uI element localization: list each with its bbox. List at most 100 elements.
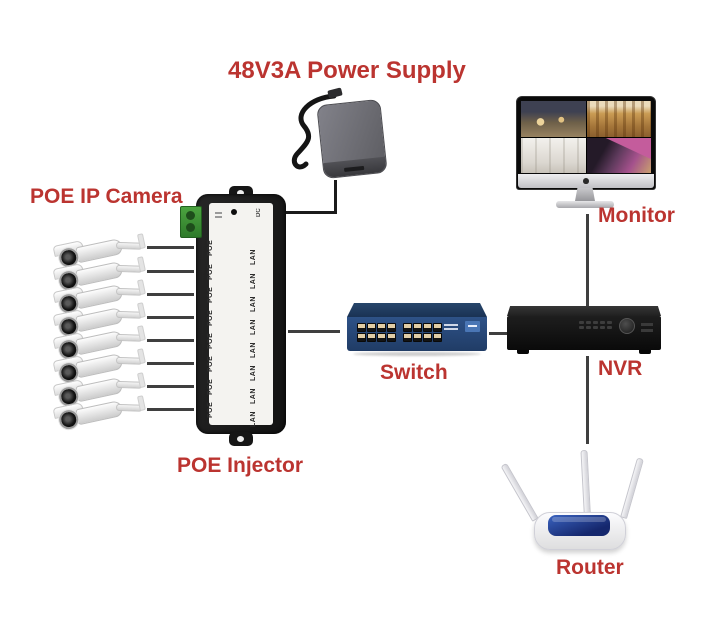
lan-port-label: LAN: [250, 411, 257, 427]
nvr-usb-ports: [641, 323, 653, 326]
monitor-label: Monitor: [598, 204, 675, 227]
ethernet-cable: [147, 270, 194, 273]
injector-label-panel: [209, 203, 273, 425]
power-brick-end: [323, 156, 387, 179]
nvr-button: [593, 326, 598, 329]
lan-port-label: LAN: [250, 296, 257, 312]
monitor: [516, 96, 656, 214]
nvr-button: [586, 321, 591, 324]
nvr-button: [593, 321, 598, 324]
nvr-front-panel: [507, 316, 661, 350]
mounting-hole: [237, 190, 244, 196]
ethernet-cable: [147, 408, 194, 411]
monitor-nvr-cable: [586, 214, 589, 308]
ethernet-cable: [147, 385, 194, 388]
power-cable-coil-icon: [291, 87, 343, 170]
lan-port-label: LAN: [250, 342, 257, 358]
camera-feed-interior: [521, 137, 586, 173]
poe-port-label: POE: [207, 378, 214, 396]
power-output-socket: [343, 165, 365, 172]
poe-port-label: POE: [207, 401, 214, 419]
dc-terminal-block: [180, 206, 202, 238]
switch-top-face: [347, 303, 487, 317]
lan-port-label: LAN: [250, 319, 257, 335]
nvr-foot: [639, 350, 651, 354]
nvr-button: [586, 326, 591, 329]
camera-feed-house-night: [521, 101, 586, 137]
power-cord-horizontal: [286, 211, 337, 214]
nvr-button: [579, 321, 584, 324]
rj45-port: [423, 323, 432, 332]
nvr-button: [607, 326, 612, 329]
mounting-tab: [229, 432, 253, 446]
camera-feed-mall: [586, 137, 651, 173]
network-switch: [347, 303, 487, 357]
nvr-button: [600, 326, 605, 329]
ethernet-cable: [147, 316, 194, 319]
rj45-port: [357, 323, 366, 332]
power-cord-vertical: [334, 180, 337, 213]
lan-port-label: LAN: [250, 365, 257, 381]
antenna-icon: [620, 457, 644, 519]
switch-port-group: [403, 323, 442, 342]
antenna-icon: [580, 449, 591, 519]
poe-port-label: POE: [207, 239, 214, 257]
monitor-stand-base: [556, 201, 614, 208]
rj45-port: [367, 333, 376, 342]
ethernet-cable: [147, 362, 194, 365]
rj45-port: [387, 333, 396, 342]
lan-port-label: LAN: [250, 388, 257, 404]
rj45-port: [433, 323, 442, 332]
dc-input-label: DC: [256, 208, 262, 218]
rj45-port: [357, 333, 366, 342]
power-supply: [288, 86, 403, 186]
poe-port-label: POE: [207, 309, 214, 327]
rj45-port: [423, 333, 432, 342]
label-fine-print: [215, 212, 222, 214]
camera-label: POE IP Camera: [30, 185, 183, 208]
poe-port-label: POE: [207, 355, 214, 373]
mounting-hole: [237, 436, 244, 442]
lan-port-label: LAN: [250, 249, 257, 265]
switch-port-group: [357, 323, 396, 342]
monitor-bezel: [516, 96, 656, 190]
router-label: Router: [556, 556, 624, 579]
rj45-port: [387, 323, 396, 332]
poe-injector: DC POE POE POE POE POE POE POE POE LAN L…: [180, 186, 292, 448]
lan-port-label: LAN: [250, 273, 257, 289]
poe-port-label: POE: [207, 286, 214, 304]
rj45-port: [413, 333, 422, 342]
rj45-port: [413, 323, 422, 332]
router: [500, 448, 644, 553]
power-led-icon: [231, 209, 237, 215]
injector-switch-cable: [288, 330, 340, 333]
terminal-screw: [186, 223, 195, 232]
injector-label: POE Injector: [177, 454, 304, 477]
nvr-jog-dial: [619, 318, 635, 334]
ethernet-cable: [147, 293, 194, 296]
rj45-port: [377, 333, 386, 342]
camera-feed-building: [586, 101, 651, 137]
power-brick: [316, 98, 388, 180]
nvr-button: [579, 326, 584, 329]
switch-nvr-cable: [489, 332, 511, 335]
poe-port-label: POE: [207, 263, 214, 281]
nvr-router-cable: [586, 356, 589, 444]
poe-camera-8: [52, 395, 152, 431]
apple-logo-icon: [583, 178, 589, 184]
rj45-port: [403, 323, 412, 332]
monitor-screen: [521, 101, 651, 173]
ethernet-cable: [147, 246, 194, 249]
nvr-label: NVR: [598, 357, 643, 380]
switch-led-markings: [444, 324, 458, 326]
nvr-button: [600, 321, 605, 324]
monitor-stand-neck: [575, 188, 595, 201]
nvr: [507, 306, 661, 356]
rj45-port: [403, 333, 412, 342]
nvr-top-face: [507, 306, 661, 316]
terminal-screw: [186, 211, 195, 220]
poe-port-label: POE: [207, 332, 214, 350]
rj45-port: [433, 333, 442, 342]
switch-label: Switch: [380, 361, 448, 384]
switch-shadow: [353, 352, 481, 356]
